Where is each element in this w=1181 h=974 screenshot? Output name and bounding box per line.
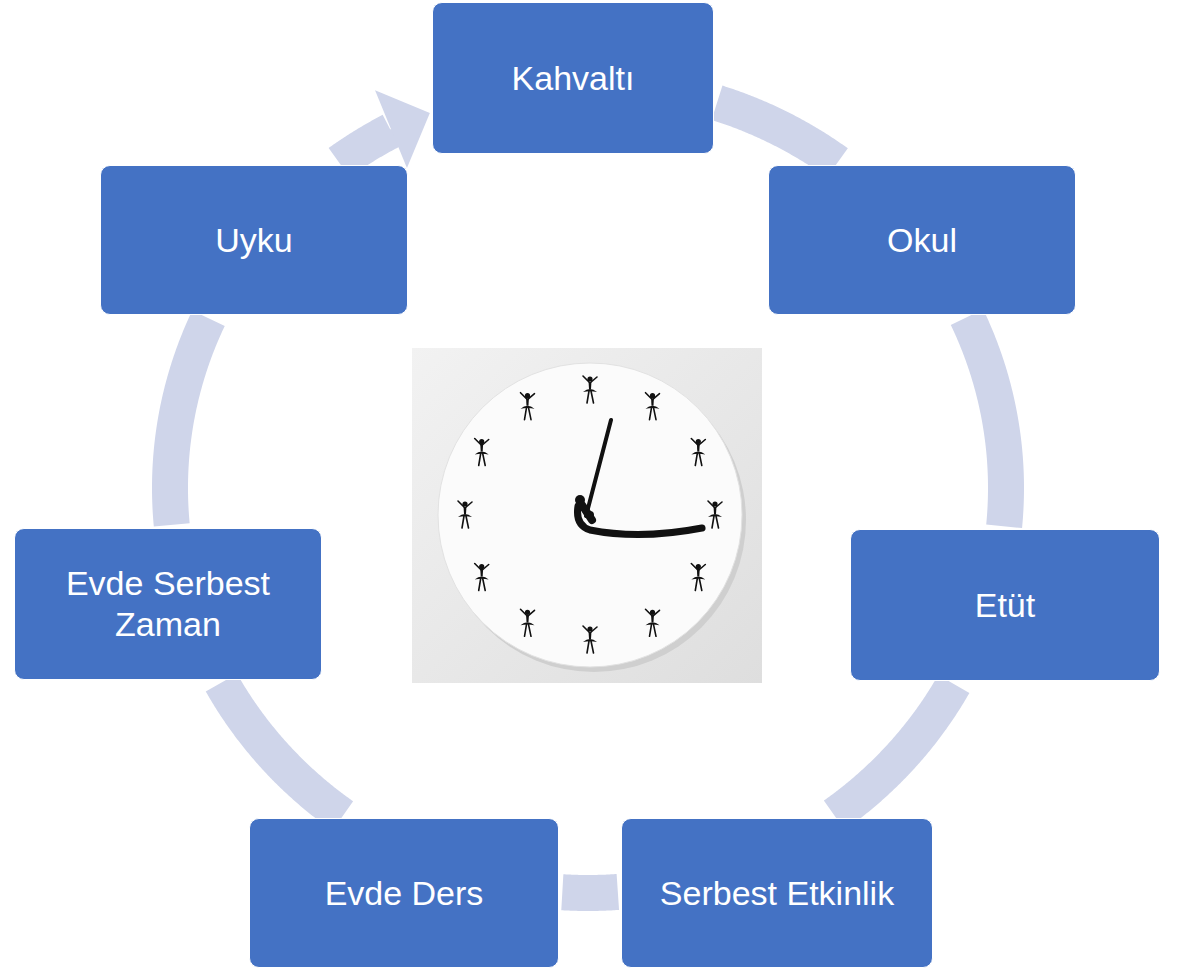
cycle-arrow bbox=[221, 683, 342, 816]
ring-segment bbox=[967, 317, 1006, 526]
ring-segment bbox=[562, 892, 618, 893]
ring-segment bbox=[834, 684, 954, 815]
photo-ground bbox=[412, 348, 762, 683]
ring-segment bbox=[221, 683, 342, 816]
cycle-arrow bbox=[967, 317, 1006, 526]
process-box: Etüt bbox=[850, 529, 1160, 681]
box-label: Evde Serbest Zaman bbox=[32, 563, 304, 645]
ring-segment bbox=[339, 129, 391, 163]
process-box: Uyku bbox=[100, 165, 408, 315]
clock-face bbox=[438, 363, 742, 667]
box-label: Etüt bbox=[975, 585, 1035, 626]
process-box: Serbest Etkinlik bbox=[621, 818, 933, 968]
arrow-head bbox=[375, 90, 430, 168]
process-box: Evde Serbest Zaman bbox=[14, 528, 322, 680]
cycle-arrow bbox=[562, 892, 618, 893]
ring-segment bbox=[170, 318, 209, 525]
cycle-arrow bbox=[170, 318, 209, 525]
dancer-marks bbox=[458, 376, 722, 653]
ring-segment bbox=[717, 103, 837, 163]
box-label: Uyku bbox=[215, 220, 292, 261]
box-label: Evde Ders bbox=[325, 873, 484, 914]
cycle-arrow bbox=[834, 684, 954, 815]
process-box: Evde Ders bbox=[249, 818, 559, 968]
cycle-arrow bbox=[339, 90, 430, 168]
process-box: Kahvaltı bbox=[432, 2, 714, 154]
process-box: Okul bbox=[768, 165, 1076, 315]
cycle-arrow bbox=[717, 103, 837, 163]
box-label: Kahvaltı bbox=[512, 58, 635, 99]
box-label: Serbest Etkinlik bbox=[660, 873, 894, 914]
box-label: Okul bbox=[887, 220, 957, 261]
dancer-hands bbox=[575, 420, 702, 535]
